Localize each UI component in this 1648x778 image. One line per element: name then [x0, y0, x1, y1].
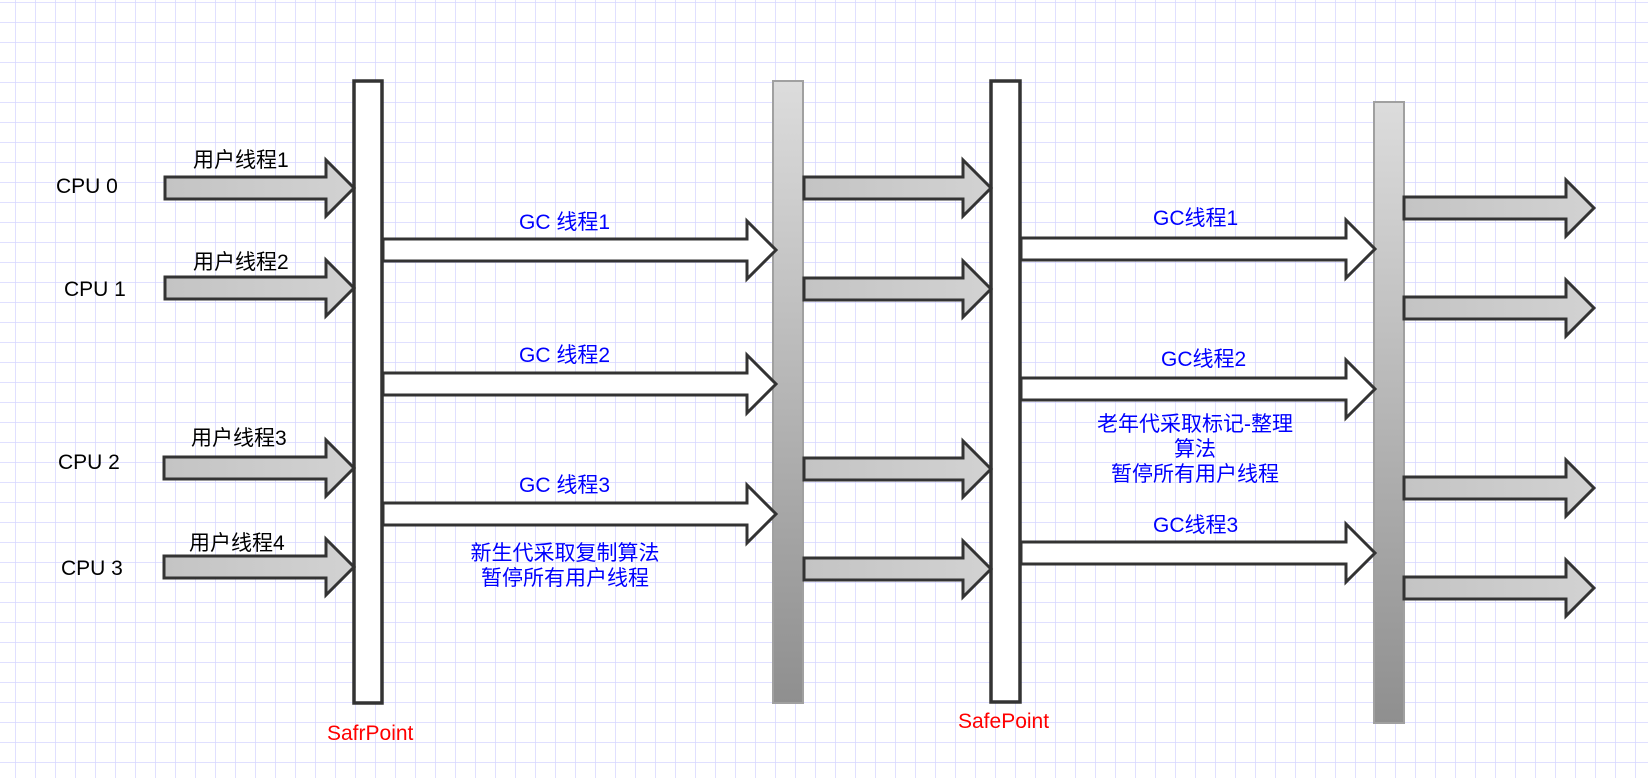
gc-phase-bar-2 [1373, 101, 1405, 724]
resumed-arrow-1 [802, 156, 994, 220]
old-gen-note: 老年代采取标记-整理 算法 暂停所有用户线程 [1097, 413, 1293, 486]
gc-arrow-phase1-2 [381, 351, 779, 417]
safepoint-label-2: SafePoint [958, 710, 1050, 733]
safepoint-bar-2 [989, 79, 1022, 704]
user-thread-arrow-4 [162, 535, 357, 599]
gc-phase-bar-1 [772, 80, 804, 704]
gc-arrow-phase1-3 [381, 481, 779, 547]
cpu-label-1: CPU 1 [64, 278, 126, 301]
gc-thread-label-phase1-3: GC 线程3 [519, 474, 611, 497]
user-thread-label-4: 用户线程4 [189, 532, 285, 555]
cpu-label-2: CPU 2 [58, 451, 120, 474]
gc-thread-label-phase1-1: GC 线程1 [519, 211, 611, 234]
resumed-arrow-2 [802, 257, 994, 321]
gc-arrow-phase2-3 [1019, 520, 1378, 586]
resumed-arrow-7 [1402, 456, 1597, 520]
user-thread-label-1: 用户线程1 [193, 149, 289, 172]
user-thread-arrow-3 [162, 436, 357, 500]
user-thread-label-2: 用户线程2 [193, 251, 289, 274]
user-thread-arrow-2 [163, 256, 357, 320]
resumed-arrow-6 [1402, 276, 1597, 340]
safepoint-label-1: SafrPoint [327, 722, 414, 745]
safepoint-bar-1 [352, 79, 384, 705]
gc-arrow-phase2-1 [1019, 216, 1378, 282]
resumed-arrow-8 [1402, 556, 1597, 620]
cpu-label-0: CPU 0 [56, 175, 118, 198]
resumed-arrow-4 [802, 537, 994, 601]
gc-arrow-phase2-2 [1019, 356, 1378, 422]
young-gen-note: 新生代采取复制算法 暂停所有用户线程 [470, 542, 660, 590]
cpu-label-3: CPU 3 [61, 557, 123, 580]
gc-thread-label-phase2-1: GC线程1 [1153, 207, 1239, 230]
gc-thread-label-phase1-2: GC 线程2 [519, 344, 611, 367]
resumed-arrow-5 [1402, 176, 1597, 240]
user-thread-arrow-1 [163, 156, 357, 220]
gc-arrow-phase1-1 [381, 217, 779, 283]
resumed-arrow-3 [802, 437, 994, 501]
user-thread-label-3: 用户线程3 [191, 427, 287, 450]
gc-thread-label-phase2-3: GC线程3 [1153, 514, 1239, 537]
gc-thread-label-phase2-2: GC线程2 [1161, 348, 1247, 371]
